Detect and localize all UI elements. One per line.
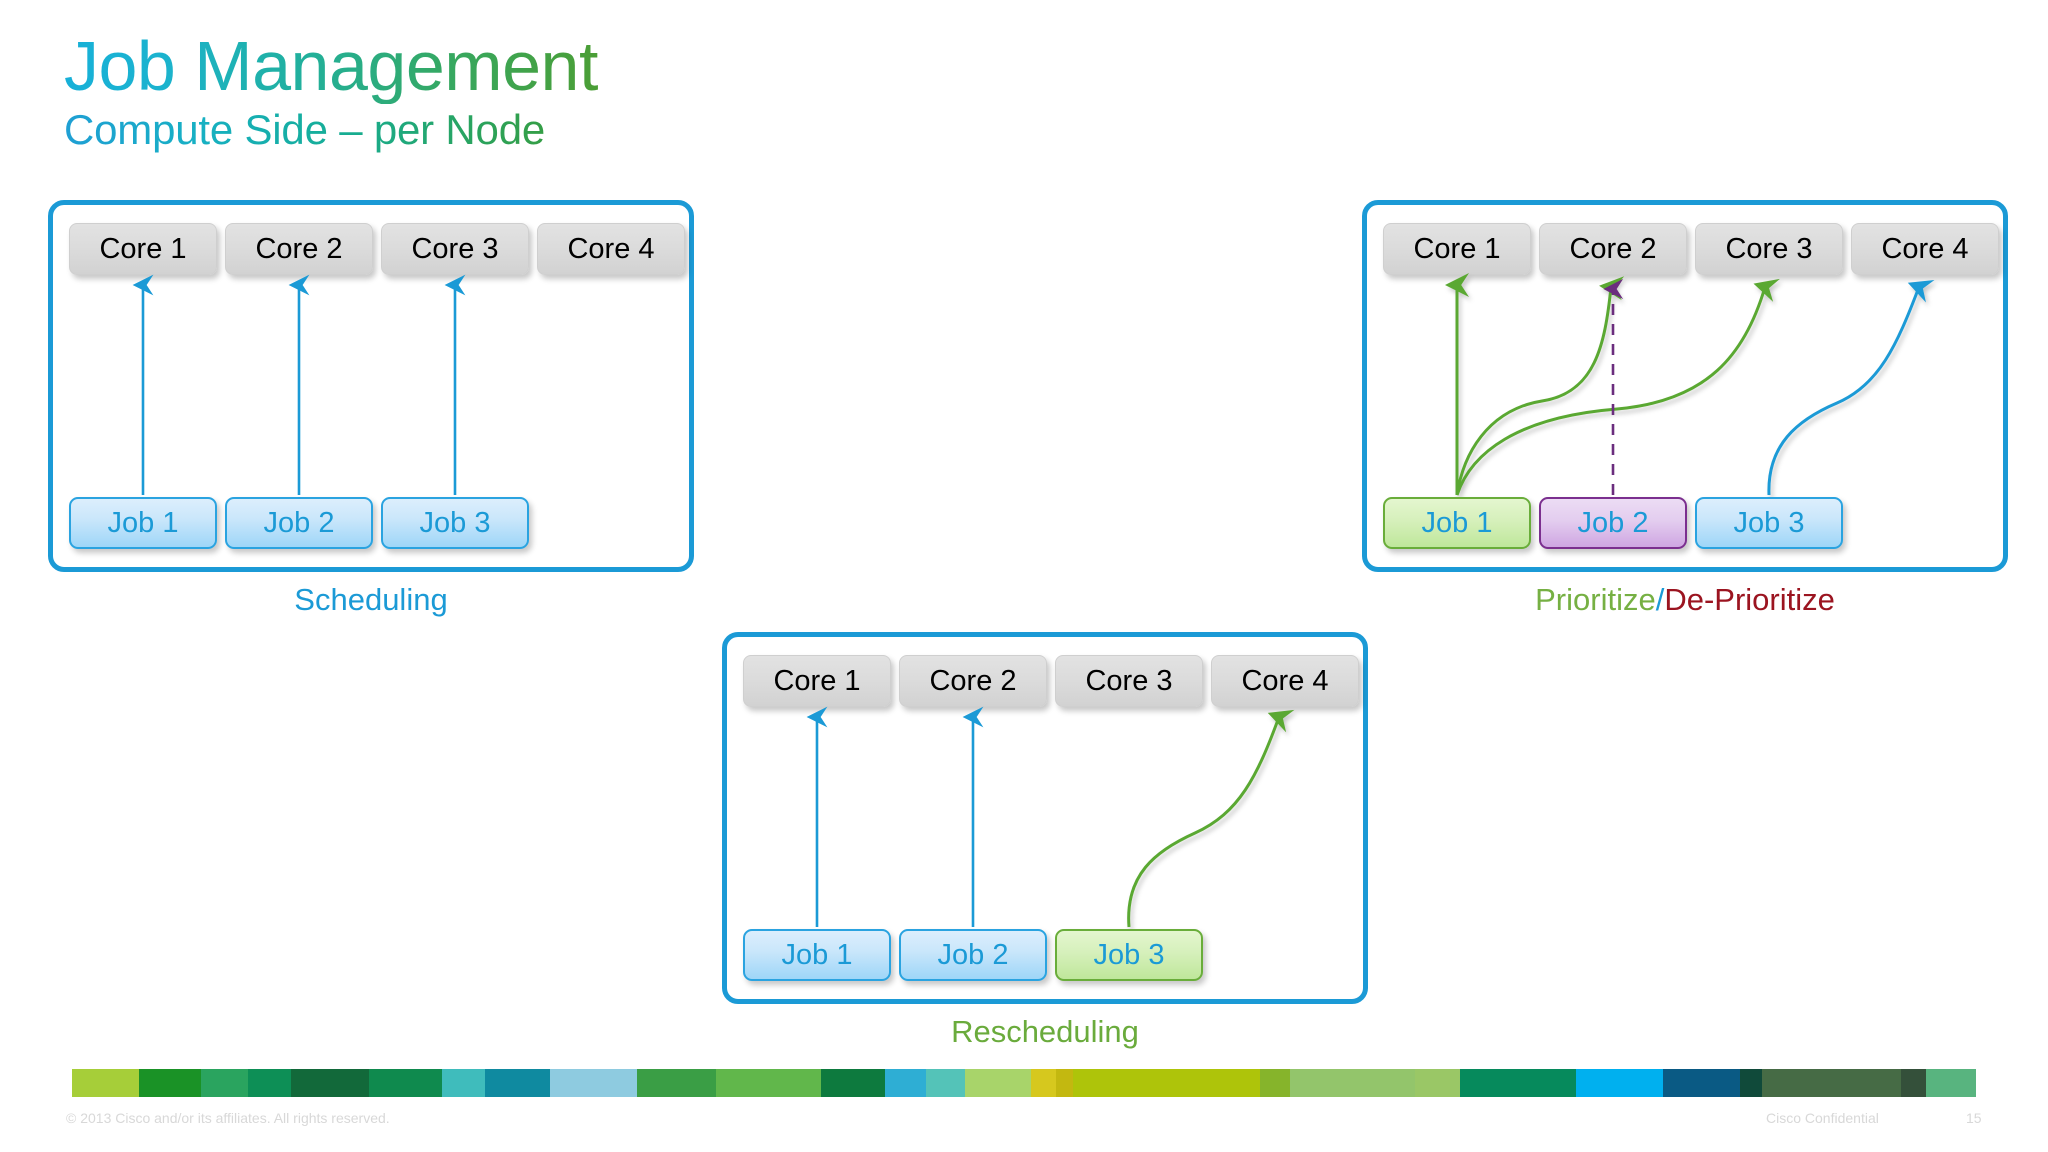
job-label: Job 2 xyxy=(1577,506,1649,539)
footer-bar-segment xyxy=(1575,1069,1664,1097)
core-box-2[interactable]: Core 2 xyxy=(899,655,1047,707)
job-box-3[interactable]: Job 3 xyxy=(1695,497,1843,549)
core-box-3[interactable]: Core 3 xyxy=(381,223,529,275)
core-box-3[interactable]: Core 3 xyxy=(1055,655,1203,707)
job-label: Job 2 xyxy=(937,938,1009,971)
core-box-1[interactable]: Core 1 xyxy=(69,223,217,275)
caption-deprioritize-word: De-Prioritize xyxy=(1664,582,1835,617)
job-box-2[interactable]: Job 2 xyxy=(899,929,1047,981)
arrow-job1-core2 xyxy=(1455,276,1625,496)
footer-bar-segment xyxy=(926,1069,966,1097)
core-box-4[interactable]: Core 4 xyxy=(1211,655,1359,707)
panel-prioritize[interactable]: Core 1 Core 2 Core 3 Core 4 xyxy=(1362,200,2008,572)
core-label: Core 1 xyxy=(773,664,861,697)
footer-bar-segment xyxy=(965,1069,1032,1097)
job-label: Job 3 xyxy=(1733,506,1805,539)
panel-scheduling[interactable]: Core 1 Core 2 Core 3 Core 4 Job 1 Job 2 … xyxy=(48,200,694,572)
core-label: Core 4 xyxy=(1241,664,1329,697)
footer-bar-segment xyxy=(1031,1069,1057,1097)
core-label: Core 2 xyxy=(1569,232,1657,265)
job-box-1[interactable]: Job 1 xyxy=(1383,497,1531,549)
core-box-4[interactable]: Core 4 xyxy=(1851,223,1999,275)
footer-bar-segment xyxy=(1415,1069,1460,1097)
core-label: Core 3 xyxy=(1725,232,1813,265)
footer-bar-segment xyxy=(1290,1069,1416,1097)
footer-bar-segment xyxy=(885,1069,927,1097)
page-title: Job Management xyxy=(64,27,598,105)
job-box-1[interactable]: Job 1 xyxy=(743,929,891,981)
arrow-job3-core4 xyxy=(1127,709,1295,928)
footer-color-bar xyxy=(72,1069,1976,1097)
footer-bar-segment xyxy=(549,1069,637,1097)
footer-bar-segment xyxy=(485,1069,550,1097)
core-box-1[interactable]: Core 1 xyxy=(743,655,891,707)
core-box-3[interactable]: Core 3 xyxy=(1695,223,1843,275)
core-label: Core 1 xyxy=(99,232,187,265)
footer-bar-segment xyxy=(1900,1069,1926,1097)
core-box-1[interactable]: Core 1 xyxy=(1383,223,1531,275)
footer-bar-segment xyxy=(1761,1069,1901,1097)
footer-bar-segment xyxy=(1740,1069,1762,1097)
core-label: Core 2 xyxy=(255,232,343,265)
footer-bar-segment xyxy=(442,1069,486,1097)
core-box-2[interactable]: Core 2 xyxy=(225,223,373,275)
panel-rescheduling[interactable]: Core 1 Core 2 Core 3 Core 4 Job 1 Job 2 … xyxy=(722,632,1368,1004)
footer-confidential-label: Cisco Confidential xyxy=(1766,1110,1879,1126)
job-box-3[interactable]: Job 3 xyxy=(1055,929,1203,981)
footer-bar-segment xyxy=(1663,1069,1741,1097)
core-label: Core 1 xyxy=(1413,232,1501,265)
core-label: Core 4 xyxy=(1881,232,1969,265)
footer-bar-segment xyxy=(820,1069,886,1097)
footer-bar-segment xyxy=(290,1069,370,1097)
footer-copyright: © 2013 Cisco and/or its affiliates. All … xyxy=(66,1110,390,1126)
footer-bar-segment xyxy=(1056,1069,1073,1097)
core-label: Core 4 xyxy=(567,232,655,265)
job-box-2[interactable]: Job 2 xyxy=(1539,497,1687,549)
caption-rescheduling: Rescheduling xyxy=(951,1014,1139,1049)
core-label: Core 3 xyxy=(1085,664,1173,697)
job-box-1[interactable]: Job 1 xyxy=(69,497,217,549)
job-label: Job 2 xyxy=(263,506,335,539)
footer-bar-segment xyxy=(72,1069,139,1097)
caption-scheduling: Scheduling xyxy=(294,582,448,617)
job-box-3[interactable]: Job 3 xyxy=(381,497,529,549)
job-box-2[interactable]: Job 2 xyxy=(225,497,373,549)
job-label: Job 3 xyxy=(1093,938,1165,971)
caption-prioritize-word: Prioritize xyxy=(1535,582,1656,617)
arrow-job3-core4 xyxy=(1767,280,1935,496)
page-subtitle: Compute Side – per Node xyxy=(64,106,598,154)
arrow-job1-core3 xyxy=(1455,278,1780,496)
title-block: Job Management Compute Side – per Node xyxy=(64,28,598,154)
caption-slash: / xyxy=(1655,582,1665,617)
footer-bar-segment xyxy=(1259,1069,1291,1097)
core-label: Core 2 xyxy=(929,664,1017,697)
footer-bar-segment xyxy=(369,1069,443,1097)
footer-bar-segment xyxy=(636,1069,716,1097)
footer-bar-segment xyxy=(1072,1069,1260,1097)
footer-bar-segment xyxy=(1459,1069,1576,1097)
core-label: Core 3 xyxy=(411,232,499,265)
job-label: Job 3 xyxy=(419,506,491,539)
job-label: Job 1 xyxy=(107,506,179,539)
footer-bar-segment xyxy=(247,1069,291,1097)
job-label: Job 1 xyxy=(781,938,853,971)
core-box-4[interactable]: Core 4 xyxy=(537,223,685,275)
footer-page-number: 15 xyxy=(1966,1110,1982,1126)
job-label: Job 1 xyxy=(1421,506,1493,539)
core-box-2[interactable]: Core 2 xyxy=(1539,223,1687,275)
footer-bar-segment xyxy=(715,1069,821,1097)
footer-bar-segment xyxy=(1925,1069,1976,1097)
footer-bar-segment xyxy=(201,1069,248,1097)
footer-bar-segment xyxy=(138,1069,202,1097)
caption-prioritize-deprioritize: Prioritize/De-Prioritize xyxy=(1362,582,2008,618)
